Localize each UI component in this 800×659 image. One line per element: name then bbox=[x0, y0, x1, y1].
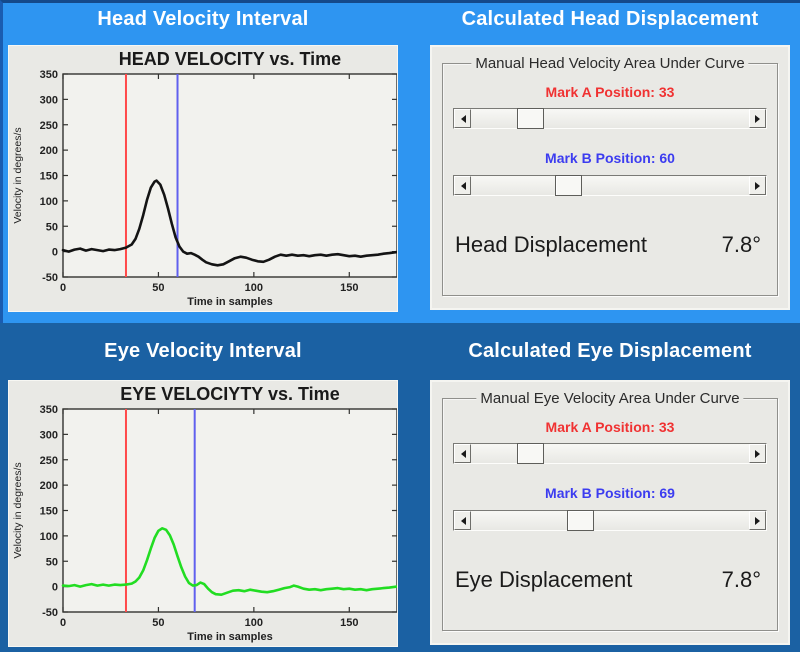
svg-text:HEAD VELOCITY vs. Time: HEAD VELOCITY vs. Time bbox=[119, 49, 341, 69]
eye-area-under-curve-groupbox: Manual Eye Velocity Area Under Curve Mar… bbox=[442, 390, 778, 631]
head-displacement-label: Head Displacement bbox=[455, 232, 647, 257]
left-arrow-icon bbox=[457, 516, 466, 525]
eye-mark-b-slider-thumb[interactable] bbox=[567, 510, 595, 531]
left-arrow-icon bbox=[457, 181, 466, 190]
svg-text:Velocity in degrees/s: Velocity in degrees/s bbox=[12, 462, 24, 558]
head-area-under-curve-groupbox: Manual Head Velocity Area Under Curve Ma… bbox=[442, 55, 778, 296]
head-mark-a-slider-thumb[interactable] bbox=[516, 108, 544, 129]
head-groupbox-title: Manual Head Velocity Area Under Curve bbox=[471, 55, 749, 72]
eye-displacement-value: 7.8° bbox=[721, 567, 761, 592]
left-arrow-icon bbox=[457, 449, 466, 458]
eye-mark-a-slider-left-arrow-button[interactable] bbox=[454, 444, 471, 463]
eye-groupbox-title: Manual Eye Velocity Area Under Curve bbox=[476, 390, 744, 407]
eye-mark-b-slider[interactable] bbox=[453, 510, 767, 531]
eye-displacement-result-row: Eye Displacement 7.8° bbox=[455, 567, 761, 593]
right-arrow-icon bbox=[754, 114, 764, 123]
svg-text:50: 50 bbox=[46, 221, 58, 233]
svg-text:50: 50 bbox=[152, 617, 164, 629]
head-mark-b-slider[interactable] bbox=[453, 175, 767, 196]
svg-text:150: 150 bbox=[340, 617, 358, 629]
svg-text:Time in samples: Time in samples bbox=[187, 296, 272, 308]
svg-text:150: 150 bbox=[340, 282, 358, 294]
right-arrow-icon bbox=[754, 449, 764, 458]
head-mark-b-slider-left-arrow-button[interactable] bbox=[454, 176, 471, 195]
eye-mark-a-slider-thumb[interactable] bbox=[516, 443, 544, 464]
svg-text:EYE VELOCIYTY vs. Time: EYE VELOCIYTY vs. Time bbox=[120, 384, 339, 404]
svg-text:0: 0 bbox=[60, 282, 66, 294]
eye-displacement-panel: Manual Eye Velocity Area Under Curve Mar… bbox=[430, 380, 790, 645]
svg-text:150: 150 bbox=[40, 506, 58, 518]
svg-text:350: 350 bbox=[40, 69, 58, 81]
svg-text:100: 100 bbox=[245, 282, 263, 294]
svg-text:0: 0 bbox=[60, 617, 66, 629]
svg-text:350: 350 bbox=[40, 404, 58, 416]
head-mark-b-slider-track[interactable] bbox=[471, 175, 749, 196]
svg-text:200: 200 bbox=[40, 480, 58, 492]
left-arrow-icon bbox=[457, 114, 466, 123]
svg-text:50: 50 bbox=[152, 282, 164, 294]
right-arrow-icon bbox=[754, 516, 764, 525]
svg-text:300: 300 bbox=[40, 94, 58, 106]
head-mark-b-label: Mark B Position: 60 bbox=[545, 150, 675, 166]
head-mark-a-slider-track[interactable] bbox=[471, 108, 749, 129]
svg-text:0: 0 bbox=[52, 247, 58, 259]
eye-mark-a-slider[interactable] bbox=[453, 443, 767, 464]
eye-displacement-label: Eye Displacement bbox=[455, 567, 633, 592]
svg-text:150: 150 bbox=[40, 171, 58, 183]
eye-mark-a-label: Mark A Position: 33 bbox=[545, 419, 675, 435]
right-arrow-icon bbox=[754, 181, 764, 190]
svg-text:250: 250 bbox=[40, 455, 58, 467]
head-mark-a-slider[interactable] bbox=[453, 108, 767, 129]
svg-text:100: 100 bbox=[40, 196, 58, 208]
svg-text:200: 200 bbox=[40, 145, 58, 157]
eye-mark-a-slider-track[interactable] bbox=[471, 443, 749, 464]
eye-mark-a-slider-right-arrow-button[interactable] bbox=[749, 444, 766, 463]
head-displacement-value: 7.8° bbox=[721, 232, 761, 257]
eye-mark-b-slider-left-arrow-button[interactable] bbox=[454, 511, 471, 530]
eye-mark-b-slider-right-arrow-button[interactable] bbox=[749, 511, 766, 530]
head-mark-a-label: Mark A Position: 33 bbox=[545, 84, 675, 100]
svg-text:250: 250 bbox=[40, 120, 58, 132]
head-mark-b-slider-right-arrow-button[interactable] bbox=[749, 176, 766, 195]
svg-text:Time in samples: Time in samples bbox=[187, 631, 272, 643]
calculated-head-displacement-header: Calculated Head Displacement bbox=[461, 8, 759, 30]
head-velocity-interval-header: Head Velocity Interval bbox=[97, 8, 309, 30]
head-mark-a-slider-right-arrow-button[interactable] bbox=[749, 109, 766, 128]
svg-text:50: 50 bbox=[46, 556, 58, 568]
svg-text:100: 100 bbox=[245, 617, 263, 629]
svg-text:100: 100 bbox=[40, 531, 58, 543]
head-displacement-panel: Manual Head Velocity Area Under Curve Ma… bbox=[430, 45, 790, 310]
svg-text:Velocity in degrees/s: Velocity in degrees/s bbox=[12, 127, 24, 223]
head-displacement-result-row: Head Displacement 7.8° bbox=[455, 232, 761, 258]
svg-text:-50: -50 bbox=[42, 607, 58, 619]
head-mark-a-slider-left-arrow-button[interactable] bbox=[454, 109, 471, 128]
svg-text:0: 0 bbox=[52, 582, 58, 594]
svg-text:-50: -50 bbox=[42, 272, 58, 284]
eye-velocity-interval-header: Eye Velocity Interval bbox=[104, 340, 302, 362]
eye-mark-b-slider-track[interactable] bbox=[471, 510, 749, 531]
calculated-eye-displacement-header: Calculated Eye Displacement bbox=[468, 340, 752, 362]
svg-text:300: 300 bbox=[40, 429, 58, 441]
eye-mark-b-label: Mark B Position: 69 bbox=[545, 485, 675, 501]
head-mark-b-slider-thumb[interactable] bbox=[554, 175, 582, 196]
